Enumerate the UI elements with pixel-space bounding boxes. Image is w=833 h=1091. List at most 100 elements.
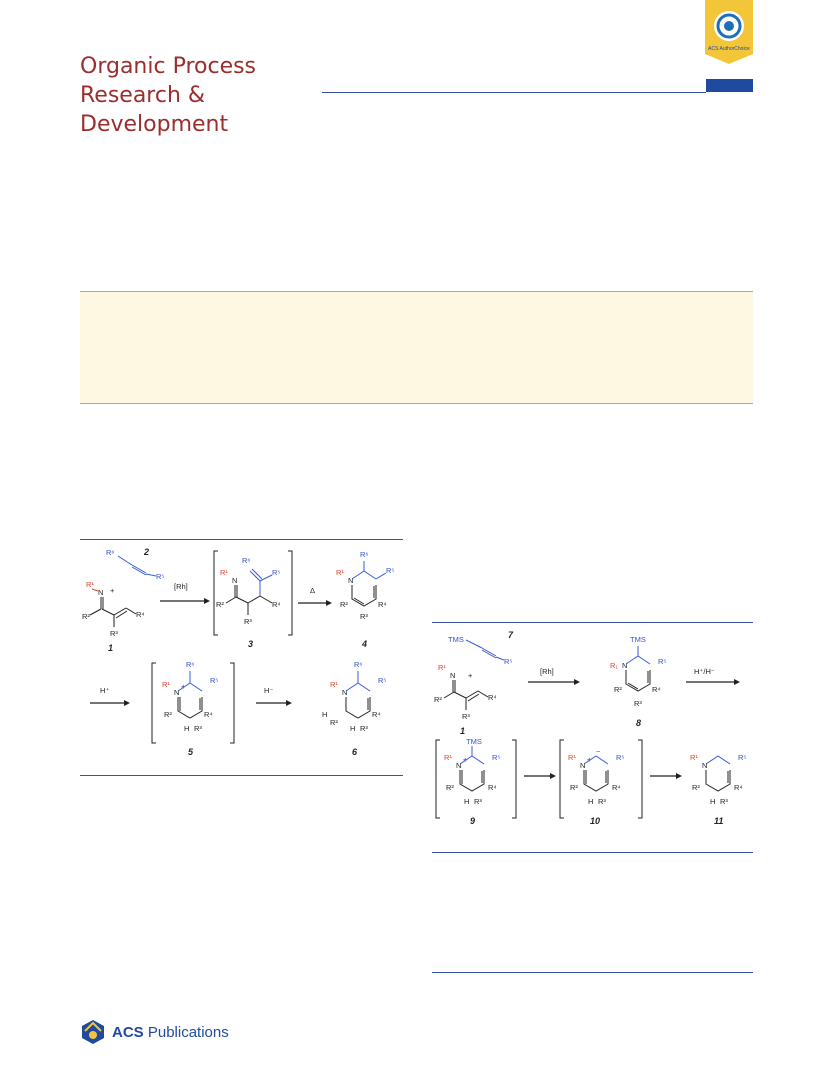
scheme2-top-rule [432, 622, 753, 623]
compound-7-label: 7 [508, 630, 514, 640]
scheme-2: TMS R⁵ 7 + R¹ N R² R³ R⁴ 1 [Rh] R₁ N TMS… [434, 630, 747, 826]
footer-brand-acs: ACS [112, 1023, 144, 1041]
svg-text:N: N [174, 688, 179, 697]
svg-text:R³: R³ [474, 797, 482, 806]
svg-text:R⁶: R⁶ [186, 660, 195, 669]
svg-text:TMS: TMS [466, 737, 482, 746]
svg-text:R²: R² [330, 718, 338, 727]
svg-text:H: H [588, 797, 593, 806]
svg-text:R⁵: R⁵ [658, 657, 667, 666]
svg-text:R¹: R¹ [568, 753, 576, 762]
svg-text:H: H [184, 724, 189, 733]
compound-8-label: 8 [636, 718, 641, 728]
svg-text:R³: R³ [360, 724, 368, 733]
svg-text:N: N [348, 576, 353, 585]
scheme3-top-rule [432, 972, 753, 973]
svg-text:R⁴: R⁴ [488, 783, 497, 792]
svg-text:R²: R² [216, 600, 224, 609]
svg-text:N: N [342, 688, 347, 697]
svg-text:R¹: R¹ [690, 753, 698, 762]
svg-text:TMS: TMS [630, 635, 646, 644]
compound-9-label: 9 [470, 816, 475, 826]
acs-hexagon-icon [82, 1020, 104, 1044]
svg-text:R²: R² [692, 783, 700, 792]
svg-text:R¹: R¹ [444, 753, 452, 762]
svg-text:R²: R² [340, 600, 348, 609]
svg-text:R⁴: R⁴ [652, 685, 661, 694]
svg-text:R²: R² [164, 710, 172, 719]
svg-text:N: N [702, 761, 707, 770]
svg-text:R²: R² [434, 695, 442, 704]
svg-text:TMS: TMS [448, 635, 464, 644]
svg-text:R⁵: R⁵ [272, 568, 281, 577]
svg-text:H: H [322, 710, 327, 719]
svg-text:R⁶: R⁶ [354, 660, 363, 669]
svg-text:N: N [450, 671, 455, 680]
svg-text:[Rh]: [Rh] [174, 582, 188, 591]
compound-6-label: 6 [352, 747, 358, 757]
svg-text:R⁵: R⁵ [156, 572, 165, 581]
svg-text:R₁: R₁ [610, 661, 618, 670]
svg-text:N: N [580, 761, 585, 770]
svg-text:+: + [468, 671, 473, 680]
svg-text:R⁵: R⁵ [492, 753, 501, 762]
svg-text:+: + [110, 586, 115, 595]
svg-text:R¹: R¹ [330, 680, 338, 689]
journal-title-line-2: Research & [80, 83, 206, 108]
svg-text:R³: R³ [598, 797, 606, 806]
svg-text:N: N [456, 761, 461, 770]
svg-text:R⁵: R⁵ [504, 657, 513, 666]
journal-title-line-1: Organic Process [80, 54, 257, 79]
svg-text:R¹: R¹ [220, 568, 228, 577]
scheme2-bottom-rule [432, 852, 753, 853]
header-rule [322, 92, 706, 93]
svg-text:H⁻: H⁻ [264, 686, 273, 695]
svg-text:+: + [463, 755, 468, 764]
svg-text:−: − [596, 747, 601, 756]
svg-text:H: H [350, 724, 355, 733]
svg-text:R⁵: R⁵ [378, 676, 387, 685]
svg-text:R²: R² [82, 612, 90, 621]
header-block [706, 79, 753, 92]
svg-text:H: H [710, 797, 715, 806]
svg-text:R⁵: R⁵ [386, 566, 395, 575]
scheme1-bottom-rule [80, 775, 403, 776]
scheme-1: R⁶ R⁵ 2 + R¹ N R² R³ R⁴ 1 [Rh] R¹ N R² R… [82, 547, 395, 757]
svg-text:R⁴: R⁴ [488, 693, 497, 702]
svg-text:R⁶: R⁶ [360, 550, 369, 559]
svg-text:R⁴: R⁴ [734, 783, 743, 792]
acs-publications-logo[interactable]: ACS Publications [80, 1017, 229, 1047]
acs-authorchoice-badge-icon[interactable]: ACS AuthorChoice [705, 0, 753, 64]
svg-text:R²: R² [570, 783, 578, 792]
svg-text:R³: R³ [360, 612, 368, 621]
svg-text:N: N [622, 661, 627, 670]
compound-1b-label: 1 [460, 726, 465, 736]
compound-4-label: 4 [361, 639, 367, 649]
svg-text:R⁵: R⁵ [738, 753, 747, 762]
svg-text:Δ: Δ [310, 586, 315, 595]
journal-title: Organic Process Research & Development [80, 52, 320, 139]
svg-text:R¹: R¹ [438, 663, 446, 672]
svg-text:R²: R² [614, 685, 622, 694]
svg-text:R³: R³ [110, 629, 118, 638]
svg-text:H⁺/H⁻: H⁺/H⁻ [694, 667, 715, 676]
abstract-box [80, 291, 753, 404]
svg-text:R¹: R¹ [86, 580, 94, 589]
compound-2-label: 2 [143, 547, 149, 557]
svg-text:R⁴: R⁴ [612, 783, 621, 792]
svg-text:R⁴: R⁴ [372, 710, 381, 719]
svg-text:+: + [181, 682, 186, 691]
svg-text:R⁶: R⁶ [106, 548, 115, 557]
svg-text:N: N [98, 588, 103, 597]
journal-title-line-3: Development [80, 112, 229, 137]
svg-text:R³: R³ [244, 617, 252, 626]
footer-brand: ACS Publications [112, 1024, 229, 1041]
svg-text:R¹: R¹ [336, 568, 344, 577]
svg-text:R⁵: R⁵ [616, 753, 625, 762]
svg-text:N: N [232, 576, 237, 585]
svg-text:R¹: R¹ [162, 680, 170, 689]
svg-text:R⁶: R⁶ [242, 556, 251, 565]
svg-text:H: H [464, 797, 469, 806]
svg-text:R²: R² [446, 783, 454, 792]
svg-text:R³: R³ [462, 712, 470, 721]
